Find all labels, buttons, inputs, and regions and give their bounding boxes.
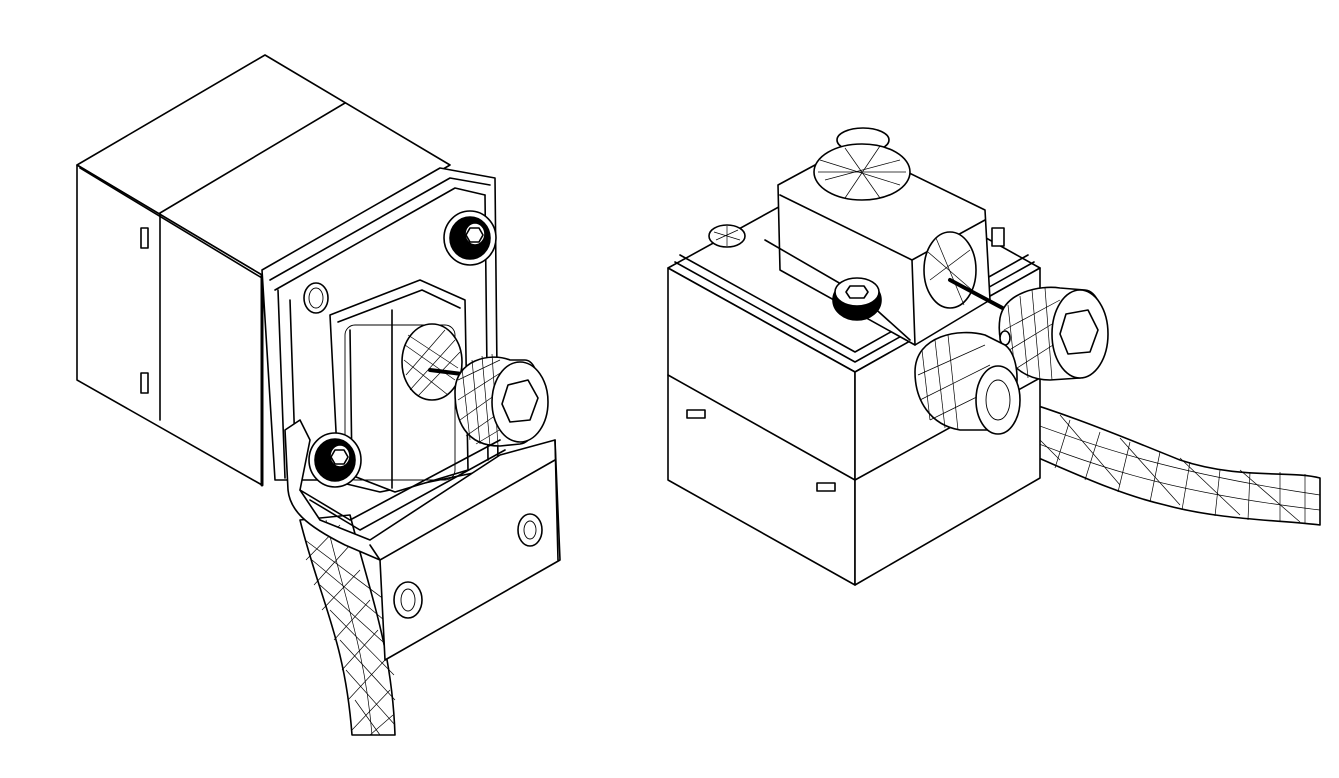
housing-body <box>76 54 451 487</box>
slot-upper <box>140 227 149 249</box>
slot-lower <box>140 372 149 394</box>
standalone-assembly-view <box>667 127 1321 586</box>
port-bore <box>401 323 463 401</box>
terminal-notch <box>991 227 1005 247</box>
socket-head-screw <box>308 432 362 488</box>
terminal-block <box>329 279 472 493</box>
slot-lower <box>816 482 836 492</box>
braided-cable <box>299 514 396 736</box>
cable-gland <box>914 331 1021 435</box>
port-bore <box>923 231 977 309</box>
slot-upper <box>686 409 706 419</box>
knurled-gland-nut <box>454 353 549 447</box>
socket-head-screw <box>832 277 882 321</box>
l-bracket <box>284 419 561 661</box>
bracket-slot <box>393 581 423 619</box>
mounted-assembly-view <box>76 54 561 736</box>
knurled-gland-nut <box>998 286 1109 381</box>
mounting-hole <box>303 282 329 314</box>
socket-head-screw <box>443 210 497 266</box>
bracket-slot <box>517 513 543 547</box>
